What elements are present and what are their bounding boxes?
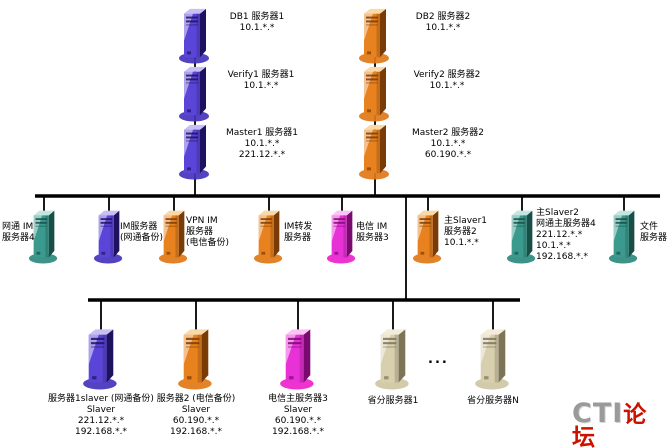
label-line: 主Slaver1 bbox=[444, 216, 488, 226]
label-line: 电信主服务器3 bbox=[268, 394, 328, 404]
label-line: 服务器 bbox=[640, 233, 668, 243]
label-line: (网通备份) bbox=[120, 233, 164, 243]
server-tower-icon-slaver2 bbox=[506, 210, 536, 264]
server-label-im-wt4: 网通 IM 服务器4 bbox=[2, 222, 35, 244]
label-line: 60.190.*.* bbox=[424, 150, 472, 160]
label-line: 服务器3 bbox=[356, 233, 389, 243]
label-line: 10.1.*.* bbox=[429, 81, 465, 91]
label-line: 省分服务器N bbox=[467, 396, 519, 406]
server-label-master2: Master2 服务器2 10.1.*.* 60.190.*.* bbox=[410, 128, 486, 161]
server-label-file-server: 文件 服务器 bbox=[640, 222, 667, 244]
server-label-slaver1: 主Slaver1 服务器2 10.1.*.* bbox=[444, 216, 487, 249]
server-tower-icon-provN bbox=[475, 329, 509, 390]
label-line: 文件 bbox=[640, 222, 659, 232]
label-line: 10.1.*.* bbox=[430, 139, 466, 149]
server-tower-icon-slaver1 bbox=[412, 210, 442, 264]
label-line: 60.190.*.* bbox=[172, 416, 220, 426]
server-label-bottom3: 电信主服务器3 Slaver 60.190.*.* 192.168.*.* bbox=[237, 394, 359, 438]
logo-cti-text: CTI bbox=[572, 398, 624, 429]
server-tower-icon-bottom3 bbox=[280, 329, 314, 390]
server-tower-icon-verify1 bbox=[179, 66, 209, 122]
server-label-im-backup: IM服务器 (网通备份) bbox=[120, 222, 163, 244]
server-tower-icon-verify2 bbox=[359, 66, 389, 122]
server-tower-icon-db2 bbox=[359, 8, 389, 64]
label-line: 10.1.*.* bbox=[425, 23, 461, 33]
server-label-slaver2: 主Slaver2 网通主服务器4 221.12.*.* 10.1.*.* 192… bbox=[536, 208, 596, 263]
label-line: 服务器 bbox=[186, 227, 214, 237]
server-label-verify2: Verify2 服务器2 10.1.*.* bbox=[410, 70, 484, 92]
server-tower-icon-master1 bbox=[179, 124, 209, 180]
label-line: 192.168.*.* bbox=[272, 427, 324, 437]
label-line: 服务器2 (电信备份) bbox=[156, 394, 236, 404]
label-line: Slaver bbox=[283, 405, 313, 415]
server-tower-icon-bottom2 bbox=[178, 329, 212, 390]
label-line: 服务器 bbox=[284, 233, 312, 243]
label-line: IM转发 bbox=[284, 222, 313, 232]
label-line: 10.1.*.* bbox=[536, 241, 571, 251]
label-line: 网通主服务器4 bbox=[536, 219, 596, 229]
server-label-db2: DB2 服务器2 10.1.*.* bbox=[410, 12, 476, 34]
server-tower-icon-file-server bbox=[608, 210, 638, 264]
label-line: 10.1.*.* bbox=[244, 139, 280, 149]
label-line: 221.12.*.* bbox=[77, 416, 125, 426]
label-line: Master1 服务器1 bbox=[225, 128, 299, 138]
label-line: 10.1.*.* bbox=[243, 81, 279, 91]
server-tower-icon-im-dx3 bbox=[326, 210, 356, 264]
label-line: Slaver bbox=[86, 405, 116, 415]
label-line: DB2 服务器2 bbox=[415, 12, 471, 22]
label-line: Slaver bbox=[181, 405, 211, 415]
label-line: 221.12.*.* bbox=[238, 150, 286, 160]
label-line: 221.12.*.* bbox=[536, 230, 583, 240]
label-line: 192.168.*.* bbox=[536, 252, 588, 262]
label-line: 省分服务器1 bbox=[367, 396, 419, 406]
label-line: Master2 服务器2 bbox=[411, 128, 485, 138]
server-label-bottom1: 服务器1slaver (网通备份) Slaver 221.12.*.* 192.… bbox=[40, 394, 162, 438]
label-line: (电信备份) bbox=[186, 238, 230, 248]
label-line: VPN IM bbox=[186, 216, 218, 226]
server-label-verify1: Verify1 服务器1 10.1.*.* bbox=[225, 70, 297, 92]
server-label-bottom2: 服务器2 (电信备份) Slaver 60.190.*.* 192.168.*.… bbox=[135, 394, 257, 438]
label-line: 60.190.*.* bbox=[274, 416, 322, 426]
label-line: DB1 服务器1 bbox=[229, 12, 285, 22]
server-label-provN: 省分服务器N bbox=[432, 396, 554, 407]
label-line: 192.168.*.* bbox=[170, 427, 222, 437]
logo-forum-text: 论坛 bbox=[572, 402, 647, 448]
server-label-im-forward: IM转发 服务器 bbox=[284, 222, 312, 244]
server-tower-icon-db1 bbox=[179, 8, 209, 64]
label-line: Verify1 服务器1 bbox=[227, 70, 295, 80]
server-tower-icon-master2 bbox=[359, 124, 389, 180]
server-label-prov1: 省分服务器1 bbox=[332, 396, 454, 407]
server-label-db1: DB1 服务器1 10.1.*.* bbox=[225, 12, 289, 34]
label-line: 网通 IM bbox=[2, 222, 34, 232]
label-line: 192.168.*.* bbox=[75, 427, 127, 437]
server-label-master1: Master1 服务器1 10.1.*.* 221.12.*.* bbox=[225, 128, 299, 161]
server-tower-icon-prov1 bbox=[375, 329, 409, 390]
label-line: 电信 IM bbox=[356, 222, 388, 232]
cti-forum-logo: CTI论坛 www.ctiforum.com bbox=[572, 400, 669, 448]
label-line: 10.1.*.* bbox=[239, 23, 275, 33]
server-label-im-dx3: 电信 IM 服务器3 bbox=[356, 222, 389, 244]
label-line: Verify2 服务器2 bbox=[413, 70, 481, 80]
server-tower-icon-im-forward bbox=[253, 210, 283, 264]
label-line: 服务器4 bbox=[2, 233, 35, 243]
label-line: IM服务器 bbox=[120, 222, 158, 232]
more-servers-ellipsis: ... bbox=[428, 352, 449, 367]
label-line: 10.1.*.* bbox=[444, 238, 479, 248]
label-line: 服务器1slaver (网通备份) bbox=[48, 394, 154, 404]
label-line: 服务器2 bbox=[444, 227, 477, 237]
label-line: 主Slaver2 bbox=[536, 208, 580, 218]
server-label-vpn-im: VPN IM 服务器 (电信备份) bbox=[186, 216, 229, 249]
server-tower-icon-bottom1 bbox=[83, 329, 117, 390]
